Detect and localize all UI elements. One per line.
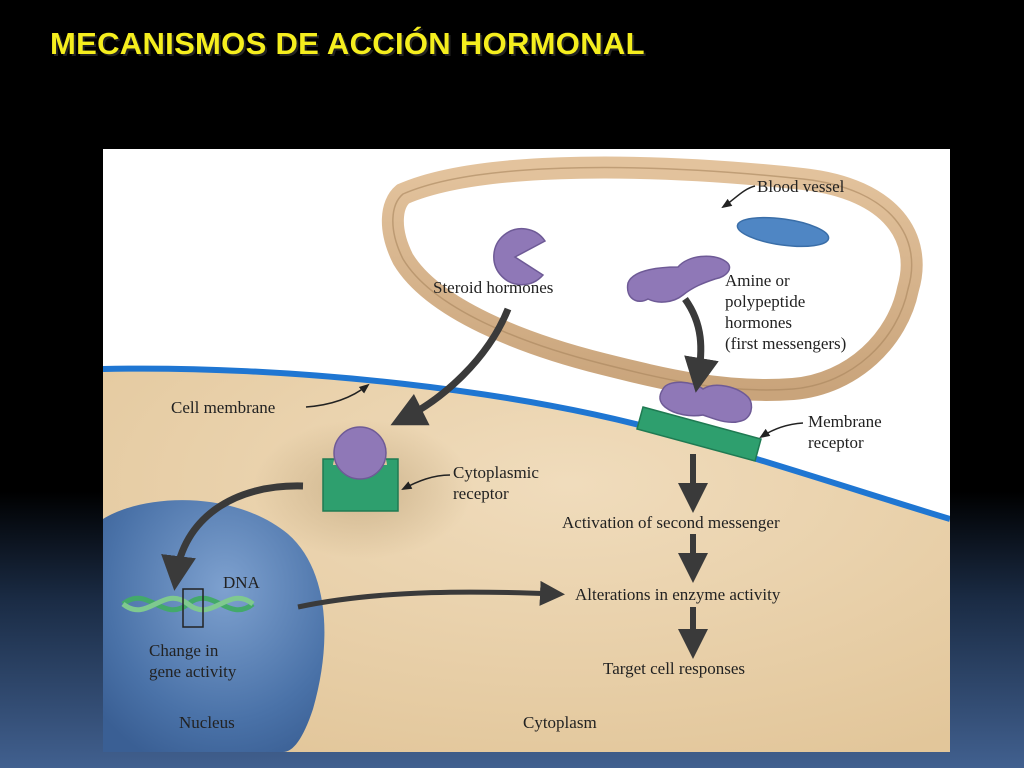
gene-to-enzyme-arrow	[297, 580, 565, 610]
label-dna: DNA	[223, 573, 260, 592]
label-cell-membrane: Cell membrane	[171, 398, 276, 417]
hormone-mechanism-diagram: Blood vessel Steroid hormones Amine or p…	[103, 149, 950, 752]
blood-cell	[736, 216, 830, 248]
cytoplasmic-receptor-leader	[401, 474, 451, 490]
cell-membrane-leader	[305, 383, 370, 408]
label-membrane-receptor: Membrane receptor	[808, 412, 882, 452]
label-enzyme-activity: Alterations in enzyme activity	[575, 585, 781, 604]
diagram-artwork	[103, 156, 950, 752]
label-blood-vessel: Blood vessel	[757, 177, 845, 196]
label-cytoplasmic-receptor: Cytoplasmic receptor	[453, 463, 539, 503]
steroid-in-receptor	[333, 426, 387, 480]
label-amine-hormones: Amine or polypeptide hormones (first mes…	[725, 271, 847, 353]
blood-vessel-leader	[721, 185, 756, 209]
label-nucleus: Nucleus	[179, 713, 235, 732]
amine-hormone-shape	[626, 255, 731, 303]
cell-membrane-line	[103, 365, 950, 522]
label-steroid-hormones: Steroid hormones	[433, 278, 554, 297]
label-second-messenger: Activation of second messenger	[562, 513, 780, 532]
amine-binding-arrow	[682, 296, 719, 393]
steroid-hormone-shape	[493, 227, 547, 286]
membrane-receptor-shape	[636, 406, 762, 462]
membrane-receptor-leader	[759, 422, 804, 439]
label-cytoplasm: Cytoplasm	[523, 713, 597, 732]
steroid-entry-arrow	[390, 307, 512, 426]
receptor-to-dna-arrow	[161, 482, 304, 591]
slide-title: MECANISMOS DE ACCIÓN HORMONAL	[50, 26, 645, 61]
label-target-responses: Target cell responses	[603, 659, 746, 678]
nucleus-shape	[103, 500, 325, 752]
label-gene-activity: Change in gene activity	[149, 641, 237, 681]
